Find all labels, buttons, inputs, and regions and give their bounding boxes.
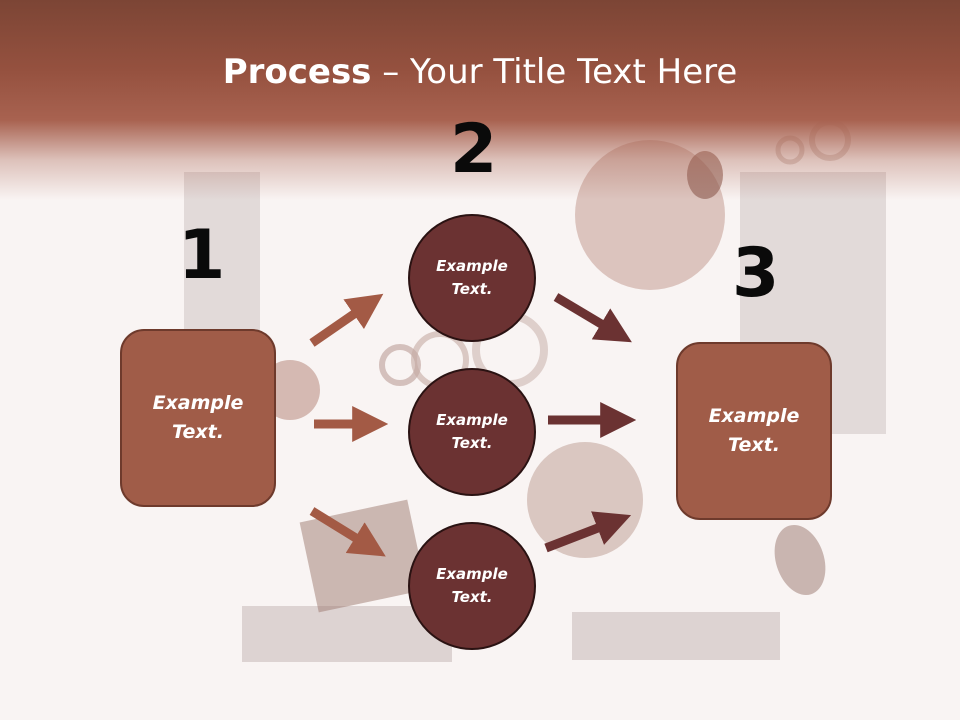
step-number-2: 2 (450, 110, 498, 189)
step-box-3: Example Text. (676, 342, 832, 520)
step-circle-top-text: Example Text. (436, 257, 508, 298)
step-number-1: 1 (178, 216, 226, 295)
step-box-1: Example Text. (120, 329, 276, 507)
step-circle-bottom: Example Text. (408, 522, 536, 650)
header-band (0, 0, 960, 200)
title-bold: Process (222, 52, 372, 92)
arrow-right-bottom (544, 511, 632, 553)
arrow-left-top (309, 293, 384, 347)
title-rest: – Your Title Text Here (371, 52, 738, 92)
step-box-1-text: Example Text. (152, 392, 244, 443)
step-box-3-text: Example Text. (708, 405, 800, 456)
step-circle-bottom-text: Example Text. (436, 565, 508, 606)
step-circle-top: Example Text. (408, 214, 536, 342)
slide-title: Process – Your Title Text Here (0, 52, 960, 92)
step-circle-middle: Example Text. (408, 368, 536, 496)
step-number-3: 3 (732, 234, 780, 313)
arrow-right-top (553, 293, 632, 343)
step-circle-middle-text: Example Text. (436, 411, 508, 452)
arrow-left-bottom (309, 507, 386, 557)
